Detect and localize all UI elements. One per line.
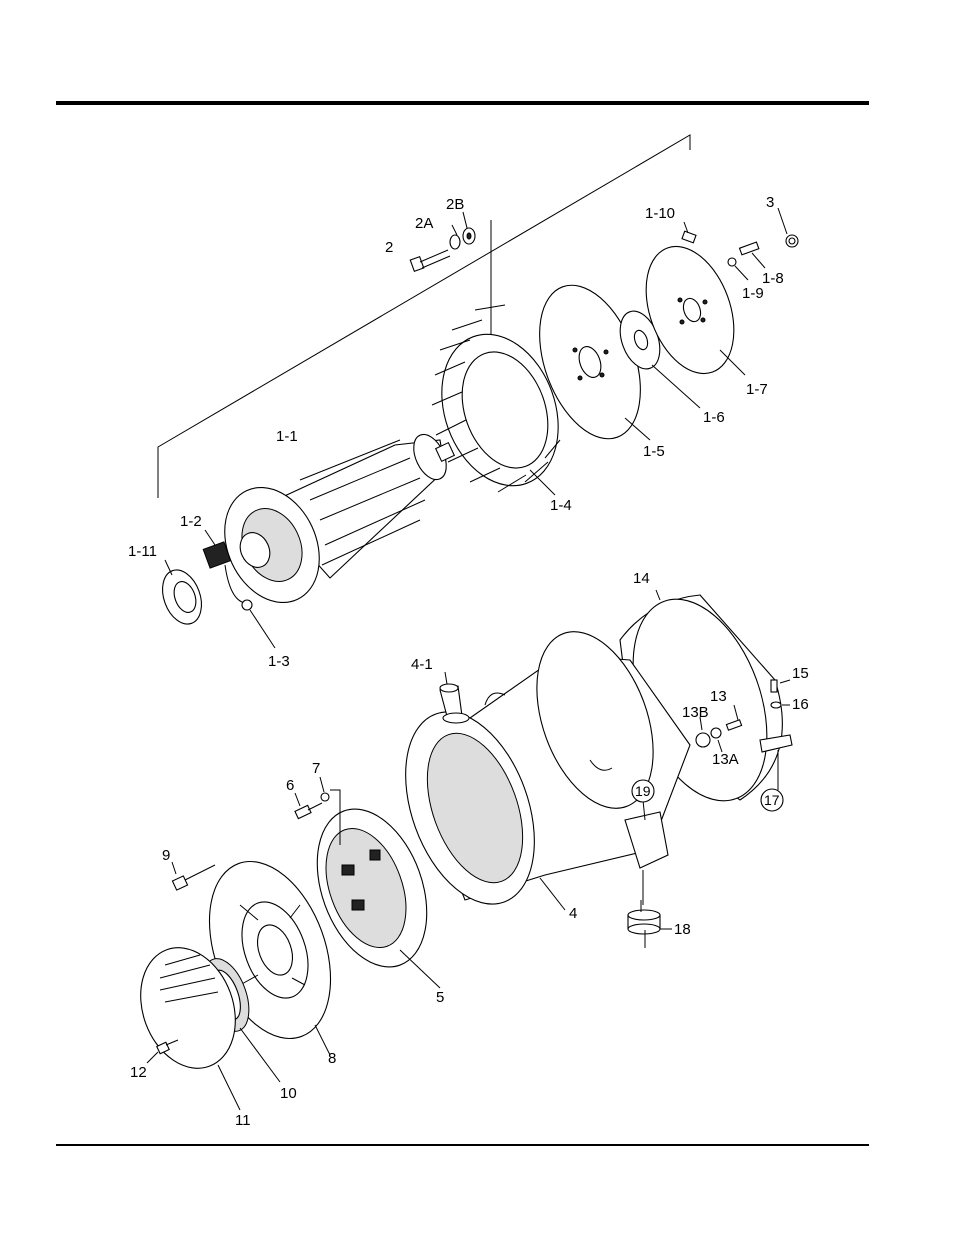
label-1-9: 1-9	[742, 285, 764, 302]
label-1-1: 1-1	[276, 428, 298, 445]
label-13: 13	[710, 688, 727, 705]
label-1-6: 1-6	[703, 409, 725, 426]
label-4: 4	[569, 905, 577, 922]
label-1-2: 1-2	[180, 513, 202, 530]
label-12: 12	[130, 1064, 147, 1081]
label-3: 3	[766, 194, 774, 211]
label-8: 8	[328, 1050, 336, 1067]
label-6: 6	[286, 777, 294, 794]
label-15: 15	[792, 665, 809, 682]
rubber-isolator	[628, 900, 672, 948]
label-2b: 2B	[446, 196, 464, 213]
label-1-5: 1-5	[643, 443, 665, 460]
label-16: 16	[792, 696, 809, 713]
label-1-4: 1-4	[550, 497, 572, 514]
label-7: 7	[312, 760, 320, 777]
label-13b: 13B	[682, 704, 709, 721]
label-17: 17	[764, 792, 780, 808]
label-1-3: 1-3	[268, 653, 290, 670]
rotor-armature	[207, 429, 455, 618]
label-13a: 13A	[712, 751, 739, 768]
bearing	[156, 560, 209, 629]
end-bell-bolt	[172, 862, 215, 890]
label-2: 2	[385, 239, 393, 256]
label-2a: 2A	[415, 215, 433, 232]
label-14: 14	[633, 570, 650, 587]
label-1-10: 1-10	[645, 205, 675, 222]
grommet	[440, 672, 469, 723]
label-5: 5	[436, 989, 444, 1006]
label-9: 9	[162, 847, 170, 864]
label-4-1: 4-1	[411, 656, 433, 673]
label-10: 10	[280, 1085, 297, 1102]
label-11: 11	[235, 1112, 251, 1129]
label-1-8: 1-8	[762, 270, 784, 287]
label-18: 18	[674, 921, 691, 938]
label-1-7: 1-7	[746, 381, 768, 398]
label-1-11: 1-11	[128, 543, 157, 560]
label-19: 19	[635, 783, 651, 799]
